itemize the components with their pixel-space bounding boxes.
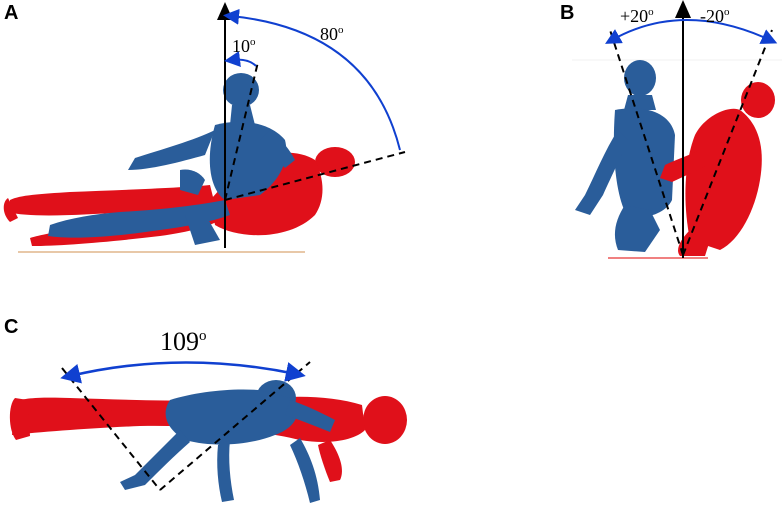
- panel-c-figure: 109o: [9, 327, 407, 503]
- angle-label-109: 109o: [160, 327, 207, 356]
- panel-a-figure: 10o 80o: [3, 2, 406, 253]
- line-minus20: [682, 29, 773, 256]
- line-c-left: [61, 367, 161, 491]
- panel-label-c: C: [4, 316, 19, 338]
- blue-dummy-c: [120, 380, 335, 503]
- panel-b-figure: +20o -20o: [572, 0, 782, 259]
- arc-c: [60, 361, 306, 384]
- blue-dummy-b: [575, 60, 675, 252]
- arc-b: [605, 19, 778, 44]
- arc-80: [223, 8, 401, 151]
- angle-label-10: 10o: [232, 36, 256, 56]
- angle-label-80: 80o: [320, 24, 344, 44]
- line-plus20: [609, 29, 684, 256]
- panel-label-b: B: [560, 2, 575, 24]
- red-dummy-b: [660, 82, 775, 256]
- blue-dummy-a: [48, 73, 295, 245]
- line-c-right: [159, 361, 311, 491]
- panel-label-a: A: [4, 2, 19, 24]
- angle-label-minus20: -20o: [700, 6, 730, 26]
- arc-10: [224, 51, 257, 67]
- angle-label-plus20: +20o: [620, 6, 654, 26]
